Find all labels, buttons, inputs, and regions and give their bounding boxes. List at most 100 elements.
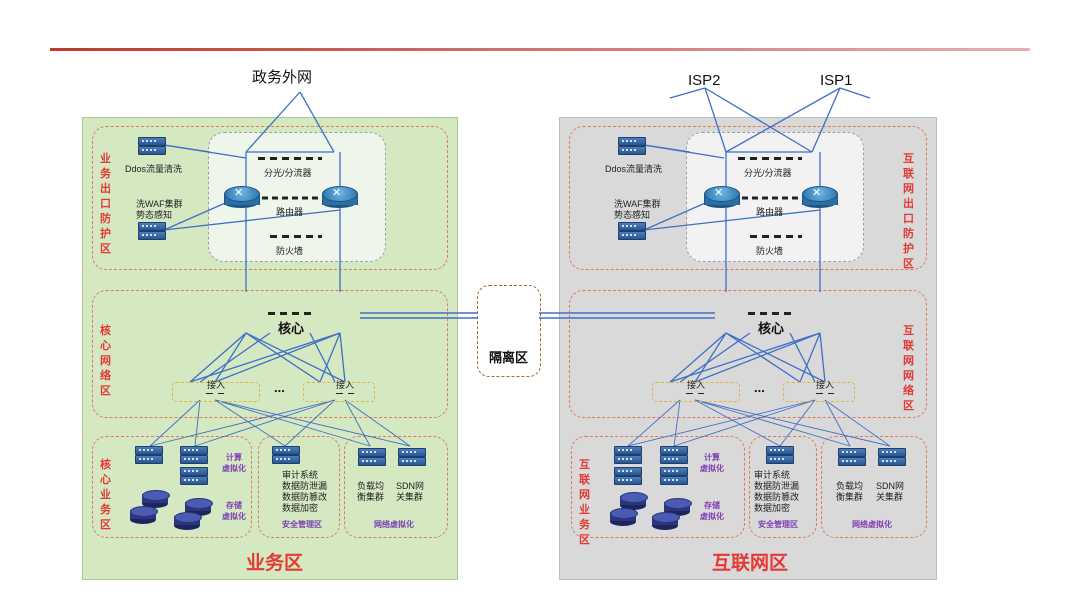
left-situation-label: 势态感知 [136, 210, 173, 220]
storage-disk-icon [610, 508, 638, 526]
storage-disk-icon [142, 490, 170, 508]
right-access1-label: 接入 [687, 380, 706, 390]
router-icon: ✕ [224, 186, 260, 208]
right-egress-area [569, 126, 927, 270]
ddos-server-icon [618, 137, 646, 146]
storage-disk-icon [130, 506, 158, 524]
ddos-server-icon [618, 146, 646, 155]
sdn-server-icon [398, 448, 426, 457]
lb-server-icon [358, 448, 386, 457]
left-access1-label: 接入 [207, 380, 226, 390]
sdn-server-icon [878, 457, 906, 466]
compute-server-icon [660, 467, 688, 476]
access-switch-group [172, 382, 260, 402]
access-dash [336, 393, 354, 394]
left-core-area [92, 290, 448, 418]
access-switch-group [652, 382, 740, 402]
right-biz-label: 互联网业务区 [579, 459, 590, 546]
compute-server-icon [614, 455, 642, 464]
right-core-area [569, 290, 927, 418]
right-sdn-label: SDN网 关集群 [876, 481, 905, 502]
left-network-title: 网络虚拟化 [374, 520, 414, 529]
ddos-server-icon [138, 146, 166, 155]
right-splitter-label: 分光/分流器 [744, 168, 792, 178]
right-compute-label: 计算 虚拟化 [700, 453, 724, 473]
right-lb-label: 负载均 衡集群 [836, 481, 864, 502]
ddos-server-icon [138, 137, 166, 146]
right-egress-label: 互联网出口防护区 [903, 153, 914, 270]
storage-disk-icon [185, 498, 213, 516]
waf-server-icon [138, 222, 166, 231]
right-firewall-label: 防火墙 [756, 246, 784, 256]
isolation-label: 隔离区 [489, 350, 529, 365]
security-server-icon [766, 455, 794, 464]
left-core-label-text: 核心 [278, 321, 305, 336]
left-router-label: 路由器 [276, 207, 304, 217]
compute-server-icon [614, 467, 642, 476]
left-firewall-label: 防火墙 [276, 246, 304, 256]
access-dash [816, 393, 834, 394]
right-core-label-text: 核心 [758, 321, 785, 336]
compute-server-icon [180, 476, 208, 485]
core-dash [748, 312, 796, 315]
top-accent-bar [50, 48, 1030, 51]
right-access2-label: 接入 [816, 380, 835, 390]
business-zone-title: 业务区 [246, 553, 304, 574]
left-splitter-label: 分光/分流器 [264, 168, 312, 178]
router-icon: ✕ [802, 186, 838, 208]
right-security-items: 审计系统 数据防泄漏 数据防篡改 数据加密 [754, 470, 800, 513]
sdn-server-icon [398, 457, 426, 466]
isp1-label: ISP1 [820, 72, 853, 89]
left-egress-label: 业务出口防护区 [100, 153, 111, 255]
waf-server-icon [138, 231, 166, 240]
right-network-title: 网络虚拟化 [852, 520, 892, 529]
compute-server-icon [180, 467, 208, 476]
right-biz-area [571, 436, 745, 538]
gov-external-net-label: 政务外网 [252, 69, 313, 86]
storage-disk-icon [174, 512, 202, 530]
compute-server-icon [614, 446, 642, 455]
lb-server-icon [358, 457, 386, 466]
left-ddos-label: Ddos流量清洗 [125, 164, 183, 174]
security-server-icon [272, 446, 300, 455]
right-security-title: 安全管理区 [758, 520, 798, 529]
splitter-dash [258, 157, 322, 160]
firewall-dash [750, 235, 802, 238]
left-ellipsis: ... [274, 380, 285, 395]
compute-server-icon [180, 446, 208, 455]
compute-server-icon [135, 446, 163, 455]
left-security-title: 安全管理区 [282, 520, 322, 529]
security-server-icon [272, 455, 300, 464]
security-server-icon [766, 446, 794, 455]
storage-disk-icon [620, 492, 648, 510]
router-icon: ✕ [322, 186, 358, 208]
isp2-label: ISP2 [688, 72, 721, 89]
right-waf-label: 洗WAF集群 [614, 199, 661, 209]
internet-zone-title: 互联网区 [712, 553, 789, 574]
left-access2-label: 接入 [336, 380, 355, 390]
core-dash [268, 312, 316, 315]
left-waf-label: 洗WAF集群 [136, 199, 183, 209]
left-biz-label: 核心业务区 [100, 459, 111, 531]
right-core-label: 互联网网络区 [903, 325, 914, 412]
left-sdn-label: SDN网 关集群 [396, 481, 425, 502]
left-storage-label: 存储 虚拟化 [222, 501, 246, 521]
compute-server-icon [180, 455, 208, 464]
firewall-dash [270, 235, 322, 238]
right-ellipsis: ... [754, 380, 765, 395]
right-router-label: 路由器 [756, 207, 784, 217]
right-ddos-label: Ddos流量清洗 [605, 164, 663, 174]
right-situation-label: 势态感知 [614, 210, 651, 220]
left-security-items: 审计系统 数据防泄漏 数据防篡改 数据加密 [282, 470, 328, 513]
splitter-dash [738, 157, 802, 160]
waf-server-icon [618, 231, 646, 240]
left-compute-label: 计算 虚拟化 [222, 453, 246, 473]
right-network-area [821, 436, 927, 538]
access-switch-group [783, 382, 855, 402]
left-lb-label: 负载均 衡集群 [357, 481, 385, 502]
lb-server-icon [838, 457, 866, 466]
sdn-server-icon [878, 448, 906, 457]
left-security-area [258, 436, 340, 538]
right-security-area [749, 436, 817, 538]
